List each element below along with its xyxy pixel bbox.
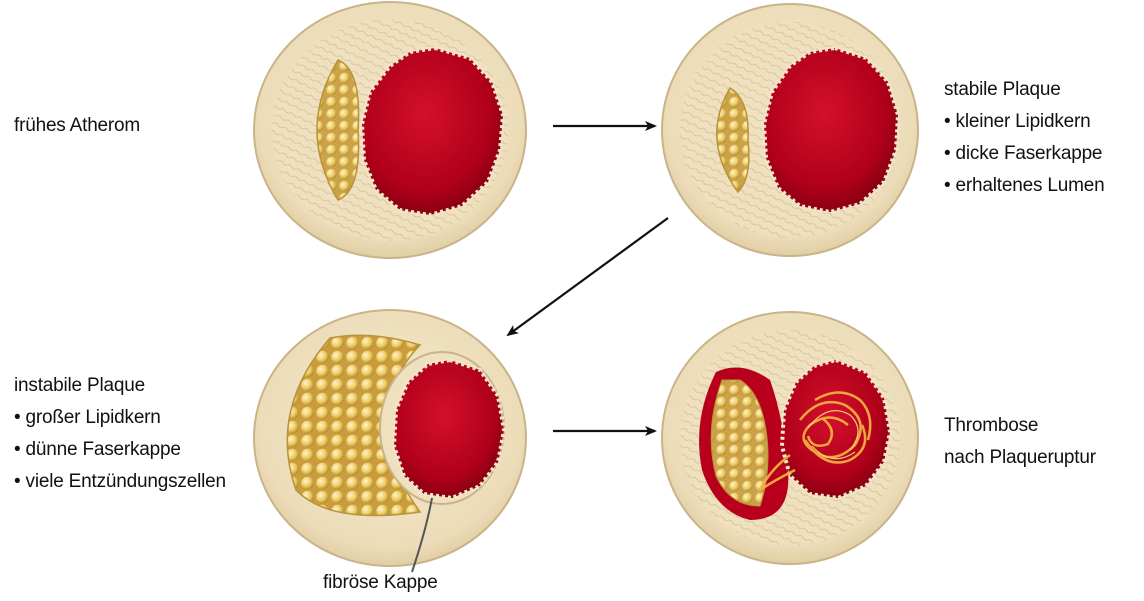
fibrous-cap-text: fibröse Kappe xyxy=(323,567,438,599)
stage4-label: Thrombose nach Plaqueruptur xyxy=(944,410,1096,474)
stage4-line: Thrombose xyxy=(944,410,1096,442)
stage3-point: • dünne Faserkappe xyxy=(14,434,226,466)
stage2-point: • dicke Faserkappe xyxy=(944,138,1104,170)
stage3-title: instabile Plaque xyxy=(14,370,226,402)
vessel-thrombosis xyxy=(662,312,918,564)
stage2-label: stabile Plaque • kleiner Lipidkern • dic… xyxy=(944,74,1104,202)
stage3-point: • großer Lipidkern xyxy=(14,402,226,434)
stage3-point: • viele Entzündungszellen xyxy=(14,466,226,498)
arrow-2-to-3 xyxy=(508,218,668,335)
stage4-line: nach Plaqueruptur xyxy=(944,442,1096,474)
stage2-title: stabile Plaque xyxy=(944,74,1104,106)
stage2-point: • erhaltenes Lumen xyxy=(944,170,1104,202)
vessel-early-atheroma xyxy=(254,2,526,258)
vessel-stable-plaque xyxy=(662,4,918,256)
stage2-point: • kleiner Lipidkern xyxy=(944,106,1104,138)
fibrous-cap-label: fibröse Kappe xyxy=(323,567,438,599)
stage1-label: frühes Atherom xyxy=(14,110,140,142)
vessel-unstable-plaque xyxy=(254,310,526,572)
stage1-title: frühes Atherom xyxy=(14,110,140,142)
stage3-label: instabile Plaque • großer Lipidkern • dü… xyxy=(14,370,226,498)
